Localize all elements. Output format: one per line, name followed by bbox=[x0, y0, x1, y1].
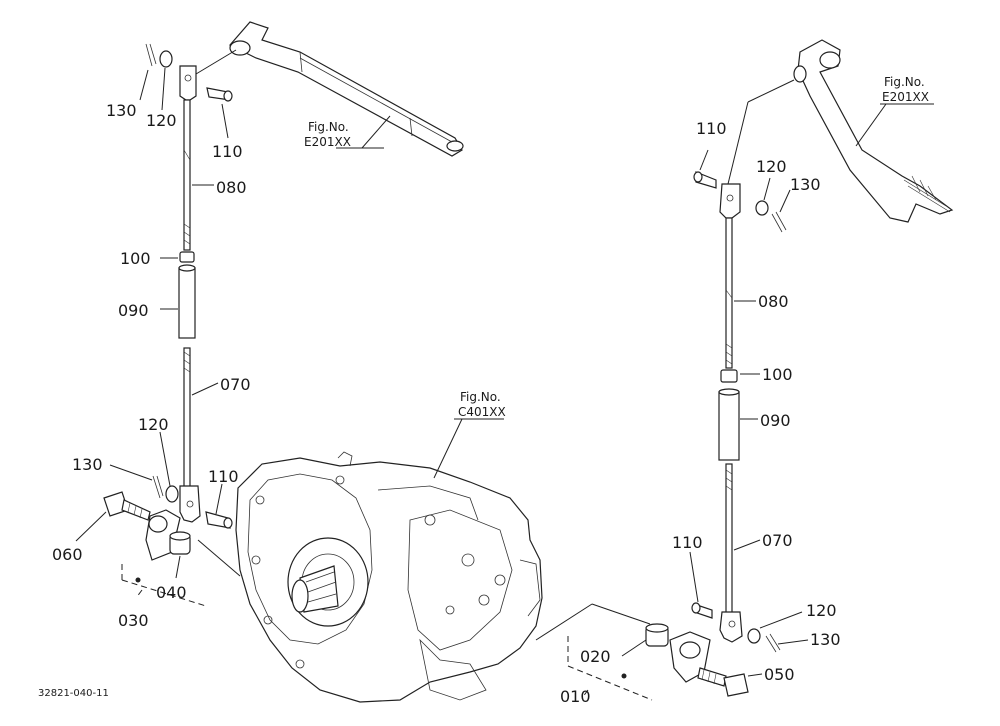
label-130-left-bottom: 130 bbox=[72, 455, 103, 474]
label-110-left-bottom: 110 bbox=[208, 467, 239, 486]
lever-group-030-bracket bbox=[121, 562, 207, 607]
right-pedal bbox=[727, 39, 954, 223]
label-130-right-bottom: 130 bbox=[810, 630, 841, 649]
transmission-housing bbox=[235, 451, 543, 703]
label-130-right-top: 130 bbox=[790, 175, 821, 194]
label-020: 020 bbox=[580, 647, 611, 666]
label-120-left-bottom: 120 bbox=[138, 415, 169, 434]
lever-group-010-bracket bbox=[567, 636, 653, 701]
label-080-left: 080 bbox=[216, 178, 247, 197]
label-110-right-bottom: 110 bbox=[672, 533, 703, 552]
ref-fig-right-title: Fig.No. bbox=[884, 75, 925, 89]
left-pedal-shaft bbox=[195, 21, 464, 157]
ref-fig-center-title: Fig.No. bbox=[460, 390, 501, 404]
right-rod-assembly bbox=[645, 171, 787, 697]
ref-fig-left-number: E201XX bbox=[304, 135, 351, 149]
label-070-right: 070 bbox=[762, 531, 793, 550]
label-030: 030 bbox=[118, 611, 149, 630]
label-060: 060 bbox=[52, 545, 83, 564]
label-010: 010 bbox=[560, 687, 591, 706]
label-080-right: 080 bbox=[758, 292, 789, 311]
label-110-left-top: 110 bbox=[212, 142, 243, 161]
ref-fig-center-number: C401XX bbox=[458, 405, 506, 419]
left-rod-assembly bbox=[103, 43, 233, 561]
leader-lines bbox=[75, 67, 934, 677]
label-100-right: 100 bbox=[762, 365, 793, 384]
label-120-left-top: 120 bbox=[146, 111, 177, 130]
diagram-caption: 32821-040-11 bbox=[38, 688, 109, 699]
label-040: 040 bbox=[156, 583, 187, 602]
label-050: 050 bbox=[764, 665, 795, 684]
label-120-right-top: 120 bbox=[756, 157, 787, 176]
label-090-right: 090 bbox=[760, 411, 791, 430]
label-100-left: 100 bbox=[120, 249, 151, 268]
label-120-right-bottom: 120 bbox=[806, 601, 837, 620]
label-110-right-top: 110 bbox=[696, 119, 727, 138]
label-090-left: 090 bbox=[118, 301, 149, 320]
ref-fig-right-number: E201XX bbox=[882, 90, 929, 104]
part-labels: 130 120 110 080 100 090 070 120 130 110 … bbox=[52, 101, 841, 706]
label-130-left-top: 130 bbox=[106, 101, 137, 120]
ref-fig-left-title: Fig.No. bbox=[308, 120, 349, 134]
label-070-left: 070 bbox=[220, 375, 251, 394]
figure-references: Fig.No. E201XX Fig.No. C401XX Fig.No. E2… bbox=[304, 75, 929, 419]
